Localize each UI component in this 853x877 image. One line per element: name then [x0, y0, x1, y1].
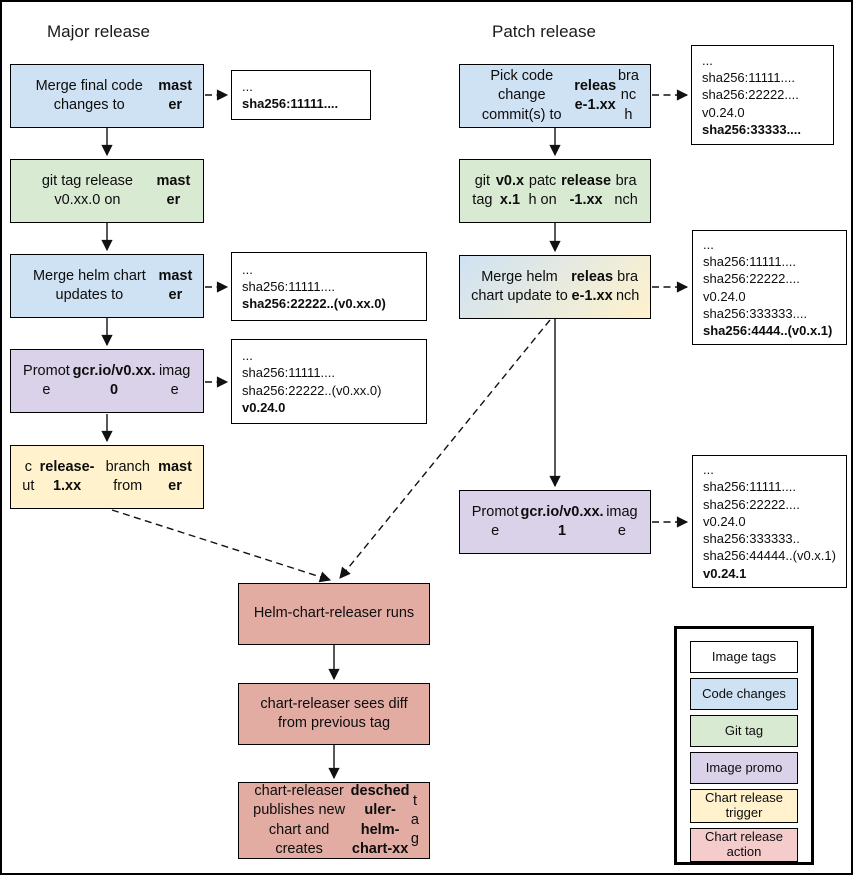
image-tags-box-major-2: ...sha256:11111....sha256:22222..(v0.xx.…: [231, 252, 427, 321]
image-tags-box-patch-1: ...sha256:11111....sha256:22222....v0.24…: [691, 45, 834, 145]
image-tags-box-patch-3: ...sha256:11111....sha256:22222....v0.24…: [692, 455, 847, 588]
image-tags-box-patch-2: ...sha256:11111....sha256:22222....v0.24…: [692, 230, 847, 345]
step-merge-final-code-changes: Merge final code changes to master: [10, 64, 204, 128]
legend-item-image-promo: Image promo: [690, 752, 798, 784]
step-merge-helm-chart-update-release-branch: Merge helm chart update to release-1.xx …: [459, 255, 651, 319]
image-tags-box-major-3: ...sha256:11111....sha256:22222..(v0.xx.…: [231, 339, 427, 424]
step-merge-helm-chart-updates: Merge helm chart updates to master: [10, 254, 204, 318]
step-git-tag-patch: git tag v0.xx.1 patch on release-1.xx br…: [459, 159, 651, 223]
step-helm-chart-releaser-runs: Helm-chart-releaser runs: [238, 583, 430, 645]
image-tags-box-major-1: ...sha256:11111....: [231, 70, 371, 120]
step-cut-release-branch: cut release-1.xx branch from master: [10, 445, 204, 509]
legend-item-chart-release-action: Chart release action: [690, 828, 798, 862]
step-chart-releaser-publishes: chart-releaser publishes new chart and c…: [238, 782, 430, 859]
legend-item-chart-release-trigger: Chart release trigger: [690, 789, 798, 823]
step-pick-code-change-commits: Pick code change commit(s) to release-1.…: [459, 64, 651, 128]
patch-release-title: Patch release: [492, 22, 596, 41]
step-git-tag-release: git tag release v0.xx.0 on master: [10, 159, 204, 223]
legend-item-git-tag: Git tag: [690, 715, 798, 747]
legend: Image tags Code changes Git tag Image pr…: [674, 626, 814, 865]
dashed-arrow-cut-branch-to-releaser: [111, 509, 332, 583]
step-promote-image-v0xx0: Promote gcr.io/v0.xx.0 image: [10, 349, 204, 413]
step-chart-releaser-sees-diff: chart-releaser sees diff from previous t…: [238, 683, 430, 745]
legend-item-code-changes: Code changes: [690, 678, 798, 710]
major-release-title: Major release: [47, 22, 150, 41]
step-promote-image-v0xx1: Promote gcr.io/v0.xx.1 image: [459, 490, 651, 554]
legend-item-image-tags: Image tags: [690, 641, 798, 673]
